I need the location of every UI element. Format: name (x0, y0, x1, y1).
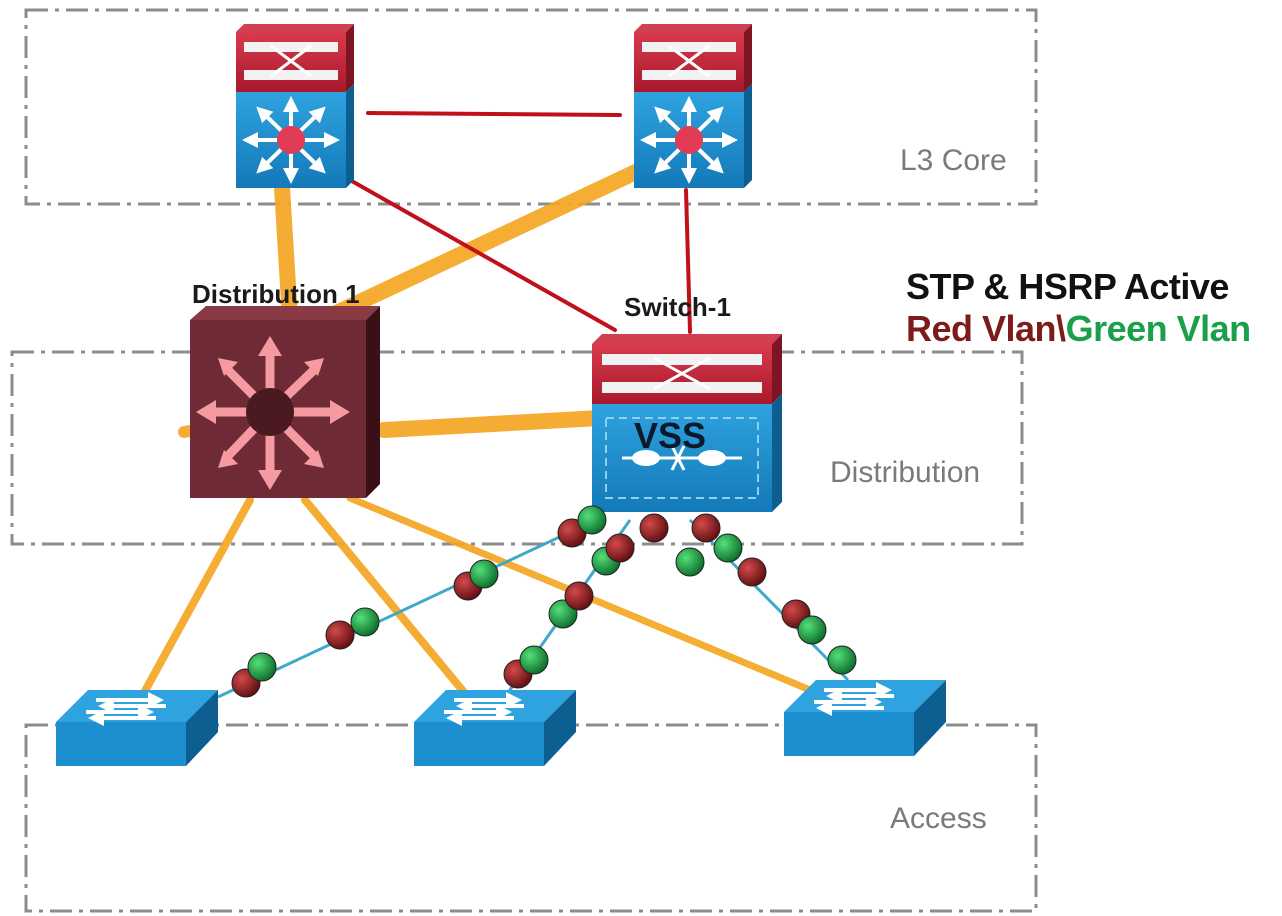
green-vlan-marker (469, 559, 499, 589)
red-link (684, 188, 692, 334)
legend-red-vlan: Red Vlan (906, 308, 1057, 349)
green-vlan-marker (675, 547, 705, 577)
red-vlan-marker (691, 513, 721, 543)
legend-title: STP & HSRP Active (906, 266, 1229, 307)
green-vlan-marker (797, 615, 827, 645)
vss-label: VSS (634, 415, 706, 456)
orange-link (322, 162, 648, 324)
device-label-switch1: Switch-1 (624, 292, 731, 322)
red-vlan-marker (605, 533, 635, 563)
access-zone-box (24, 723, 1038, 913)
access-switch-icon (784, 680, 946, 756)
legend: STP & HSRP Active Red Vlan\Green Vlan (906, 266, 1251, 350)
zone-label-core: L3 Core (900, 144, 1007, 177)
red-links (348, 111, 692, 334)
orange-link (301, 496, 472, 701)
core-switch-icon (634, 24, 752, 188)
green-vlan-marker (577, 505, 607, 535)
device-label-distribution1: Distribution 1 (192, 279, 360, 309)
vss-switch-icon (592, 334, 782, 512)
green-vlan-marker (247, 652, 277, 682)
distribution-zone-box (10, 350, 1024, 546)
orange-links (136, 162, 814, 704)
green-vlan-marker (827, 645, 857, 675)
teal-link (217, 516, 601, 699)
red-link (366, 111, 622, 117)
legend-vlans: Red Vlan\Green Vlan (906, 308, 1251, 349)
legend-separator: \ (1056, 308, 1066, 349)
green-vlan-marker (350, 607, 380, 637)
distribution-switch-icon (190, 306, 380, 498)
green-vlan-marker (519, 645, 549, 675)
vlan-markers (231, 505, 857, 698)
core-zone-box (24, 8, 1038, 206)
green-vlan-marker (713, 533, 743, 563)
zone-label-access: Access (890, 802, 987, 835)
red-vlan-marker (325, 620, 355, 650)
zone-label-distribution: Distribution (830, 456, 980, 489)
core-switch-icon (236, 24, 354, 188)
orange-link (274, 180, 298, 326)
access-switch-icon (56, 690, 218, 766)
access-switch-icon (414, 690, 576, 766)
legend-green-vlan: Green Vlan (1065, 308, 1252, 349)
red-link (348, 178, 617, 332)
orange-link (376, 410, 608, 438)
orange-link (136, 496, 254, 704)
red-vlan-marker (564, 581, 594, 611)
red-vlan-marker (639, 513, 669, 543)
red-vlan-marker (737, 557, 767, 587)
